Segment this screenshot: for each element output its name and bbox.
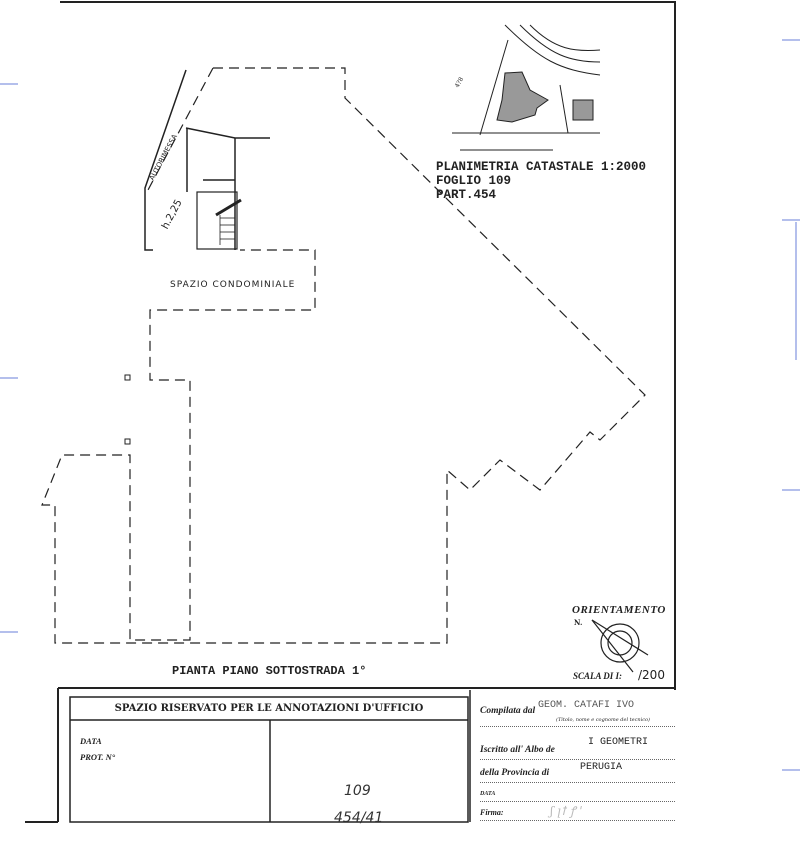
- handwritten-particella: 454/41: [334, 810, 384, 826]
- svg-text:4?8: 4?8: [454, 76, 466, 89]
- provincia-label: della Provincia di: [480, 768, 550, 778]
- sheet-frame: [25, 1, 676, 823]
- pillar-marker: [124, 438, 131, 445]
- signature: ʃ ꞁꝉ ꝭ ꞌ: [550, 804, 583, 818]
- pillar-marker: [124, 374, 131, 381]
- room-label: SPAZIO CONDOMINIALE: [170, 280, 296, 290]
- office-box-header: SPAZIO RISERVATO PER LE ANNOTAZIONI D'UF…: [114, 703, 424, 714]
- floor-plan-outline: [41, 67, 646, 644]
- plan-title: PIANTA PIANO SOTTOSTRADA 1°: [172, 664, 367, 678]
- orientation-label: ORIENTAMENTO: [572, 604, 666, 616]
- office-prot-label: PROT. N°: [80, 752, 116, 762]
- firma-label: Firma:: [480, 808, 504, 817]
- cadastral-title: PLANIMETRIA CATASTALE 1:2000: [436, 160, 647, 174]
- iscritto-label: Iscritto all' Albo de: [480, 745, 555, 755]
- office-data-label: DATA: [80, 736, 102, 746]
- cadastral-map-inset: 4?8: [452, 24, 601, 151]
- compilata-value: GEOM. CATAFI IVO: [538, 700, 635, 711]
- north-label: N.: [574, 618, 583, 627]
- technician-block: Compilata dal GEOM. CATAFI IVO (Titolo, …: [480, 700, 675, 821]
- provincia-value: PERUGIA: [580, 762, 623, 773]
- compilata-label: Compilata dal: [480, 706, 536, 716]
- handwritten-foglio: 109: [344, 783, 371, 799]
- garage-walls: [144, 69, 270, 251]
- cadastral-map-caption: PLANIMETRIA CATASTALE 1:2000 FOGLIO 109 …: [436, 160, 646, 202]
- particella-number: PART.454: [436, 188, 497, 202]
- tech-data-label: DATA: [480, 791, 496, 797]
- iscritto-value: I GEOMETRI: [588, 737, 649, 748]
- margin-ticks: [0, 39, 800, 771]
- foglio-number: FOGLIO 109: [436, 174, 512, 188]
- scale-value: /200: [638, 668, 665, 682]
- compilata-hint: (Titolo, nome e cognome del tecnico): [556, 717, 650, 723]
- north-compass-icon: [591, 619, 649, 673]
- scale-label: SCALA DI I:: [573, 671, 623, 681]
